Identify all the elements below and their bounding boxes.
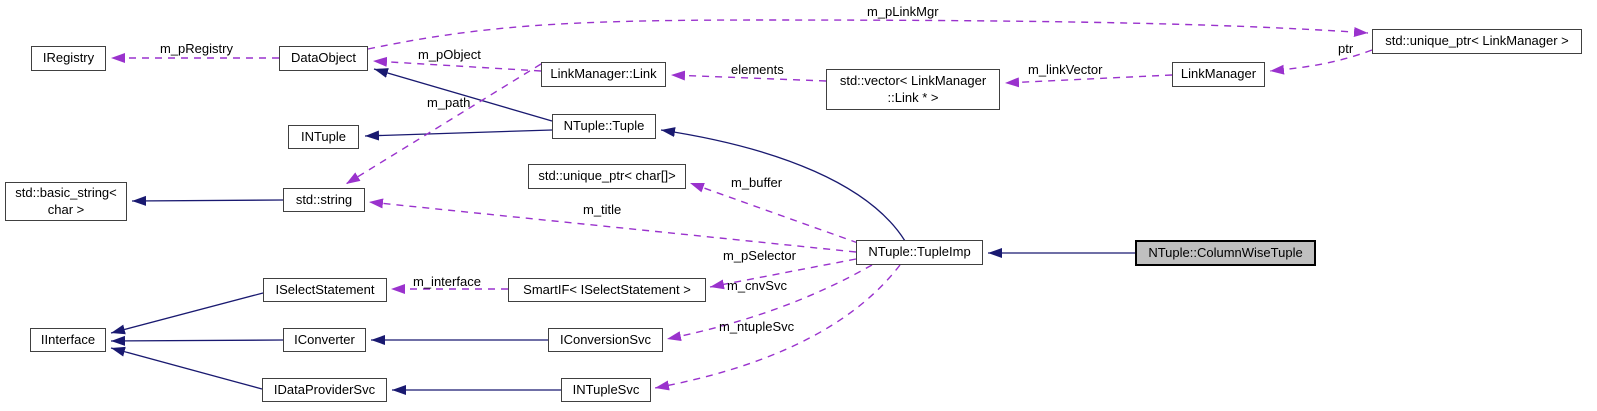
node-label: std::basic_string< char >	[15, 184, 117, 217]
edge-label-m-cnvsvc: m_cnvSvc	[727, 278, 787, 293]
node-ntuple-columnwisetuple: NTuple::ColumnWiseTuple	[1135, 240, 1316, 266]
edge-label-m-pregistry: m_pRegistry	[160, 41, 233, 56]
edge-label-ptr: ptr	[1338, 41, 1354, 56]
node-label: INTuple	[300, 128, 347, 144]
node-label: std::vector< LinkManager ::Link * >	[839, 72, 987, 105]
edge-label-m-title: m_title	[583, 202, 622, 217]
edge-label-m-ntuplesvc: m_ntupleSvc	[719, 319, 795, 334]
node-smartif-iselectstatement[interactable]: SmartIF< ISelectStatement >	[508, 278, 706, 302]
node-unique-ptr-char[interactable]: std::unique_ptr< char[]>	[528, 164, 686, 189]
edge-label-m-path: m_path	[427, 95, 471, 110]
node-label: NTuple::ColumnWiseTuple	[1148, 244, 1303, 260]
node-label: IDataProviderSvc	[273, 381, 376, 397]
node-label: NTuple::TupleImp	[868, 244, 971, 260]
node-label: INTupleSvc	[572, 381, 640, 397]
node-idataprovidersvc[interactable]: IDataProviderSvc	[262, 378, 387, 402]
node-std-string[interactable]: std::string	[283, 188, 365, 212]
node-label: ISelectStatement	[275, 281, 375, 297]
node-label: DataObject	[290, 50, 357, 66]
node-iinterface[interactable]: IInterface	[30, 328, 106, 352]
edge-label-m-interface: m_interface	[413, 274, 481, 289]
node-iconversionsvc[interactable]: IConversionSvc	[548, 328, 663, 352]
node-label: LinkManager::Link	[550, 66, 657, 82]
node-label: IConversionSvc	[559, 331, 652, 347]
node-intuplesvc[interactable]: INTupleSvc	[561, 378, 651, 402]
node-label: IInterface	[40, 331, 96, 347]
node-vector-linkmanager-link[interactable]: std::vector< LinkManager ::Link * >	[826, 69, 1000, 110]
edge-label-elements: elements	[731, 62, 784, 77]
node-ntuple-tuple[interactable]: NTuple::Tuple	[552, 114, 656, 139]
node-dataobject[interactable]: DataObject	[279, 46, 368, 71]
edge-label-m-linkvector: m_linkVector	[1028, 62, 1103, 77]
node-unique-ptr-linkmanager[interactable]: std::unique_ptr< LinkManager >	[1372, 29, 1582, 54]
node-label: std::string	[295, 191, 353, 207]
node-intuple[interactable]: INTuple	[288, 125, 359, 149]
edge-label-m-pobject: m_pObject	[418, 47, 481, 62]
node-label: std::unique_ptr< char[]>	[538, 168, 676, 184]
edge-label-m-plinkmgr: m_pLinkMgr	[867, 4, 939, 19]
node-label: LinkManager	[1180, 66, 1257, 82]
node-iconverter[interactable]: IConverter	[283, 328, 366, 352]
node-basic-string[interactable]: std::basic_string< char >	[5, 182, 127, 221]
node-label: NTuple::Tuple	[563, 118, 645, 134]
node-label: std::unique_ptr< LinkManager >	[1385, 33, 1569, 49]
edge-label-m-pselector: m_pSelector	[723, 248, 796, 263]
node-label: IRegistry	[42, 50, 95, 66]
node-iregistry[interactable]: IRegistry	[31, 46, 106, 71]
node-linkmanager-link[interactable]: LinkManager::Link	[541, 62, 666, 87]
node-ntuple-tupleimp[interactable]: NTuple::TupleImp	[856, 240, 983, 265]
node-label: IConverter	[294, 331, 355, 347]
node-linkmanager[interactable]: LinkManager	[1172, 62, 1265, 87]
edge-label-m-buffer: m_buffer	[731, 175, 783, 190]
node-iselectstatement[interactable]: ISelectStatement	[263, 278, 387, 302]
node-label: SmartIF< ISelectStatement >	[523, 281, 691, 297]
